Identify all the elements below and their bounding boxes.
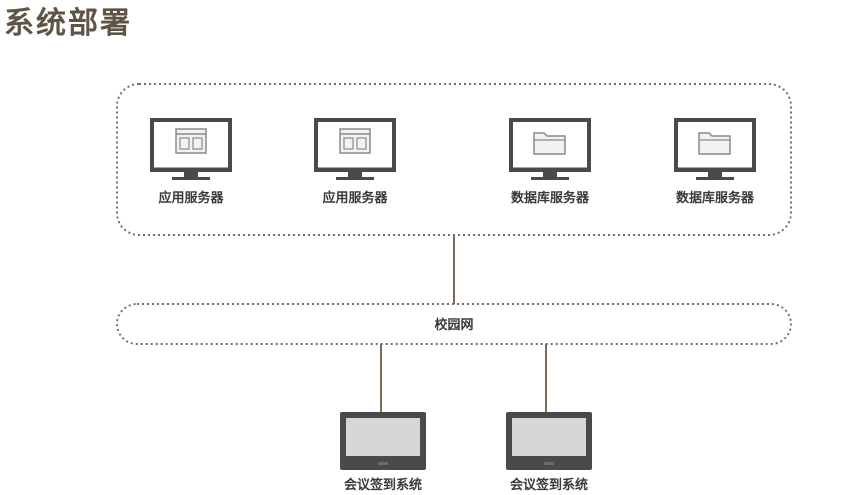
server-db-1: 数据库服务器 [509,118,591,206]
campus-network-bar [116,303,792,345]
server-app-1: 应用服务器 [150,118,232,206]
monitor-icon [506,412,592,470]
app-window-icon [175,128,207,154]
terminal-label: 会议签到系统 [510,477,588,493]
page-title: 系统部署 [4,6,132,41]
server-db-2: 数据库服务器 [674,118,756,206]
monitor-icon [340,412,426,470]
folder-icon [698,132,731,155]
server-label: 应用服务器 [158,190,224,206]
server-label: 数据库服务器 [511,190,590,206]
terminal-2: 会议签到系统 [506,412,592,493]
terminal-1: 会议签到系统 [340,412,426,493]
server-label: 数据库服务器 [676,190,755,206]
network-label: 校园网 [434,317,473,333]
folder-icon [533,132,566,155]
server-app-2: 应用服务器 [314,118,396,206]
app-window-icon [339,128,371,154]
terminal-label: 会议签到系统 [344,477,422,493]
server-cluster-box [116,83,792,236]
server-label: 应用服务器 [322,190,388,206]
